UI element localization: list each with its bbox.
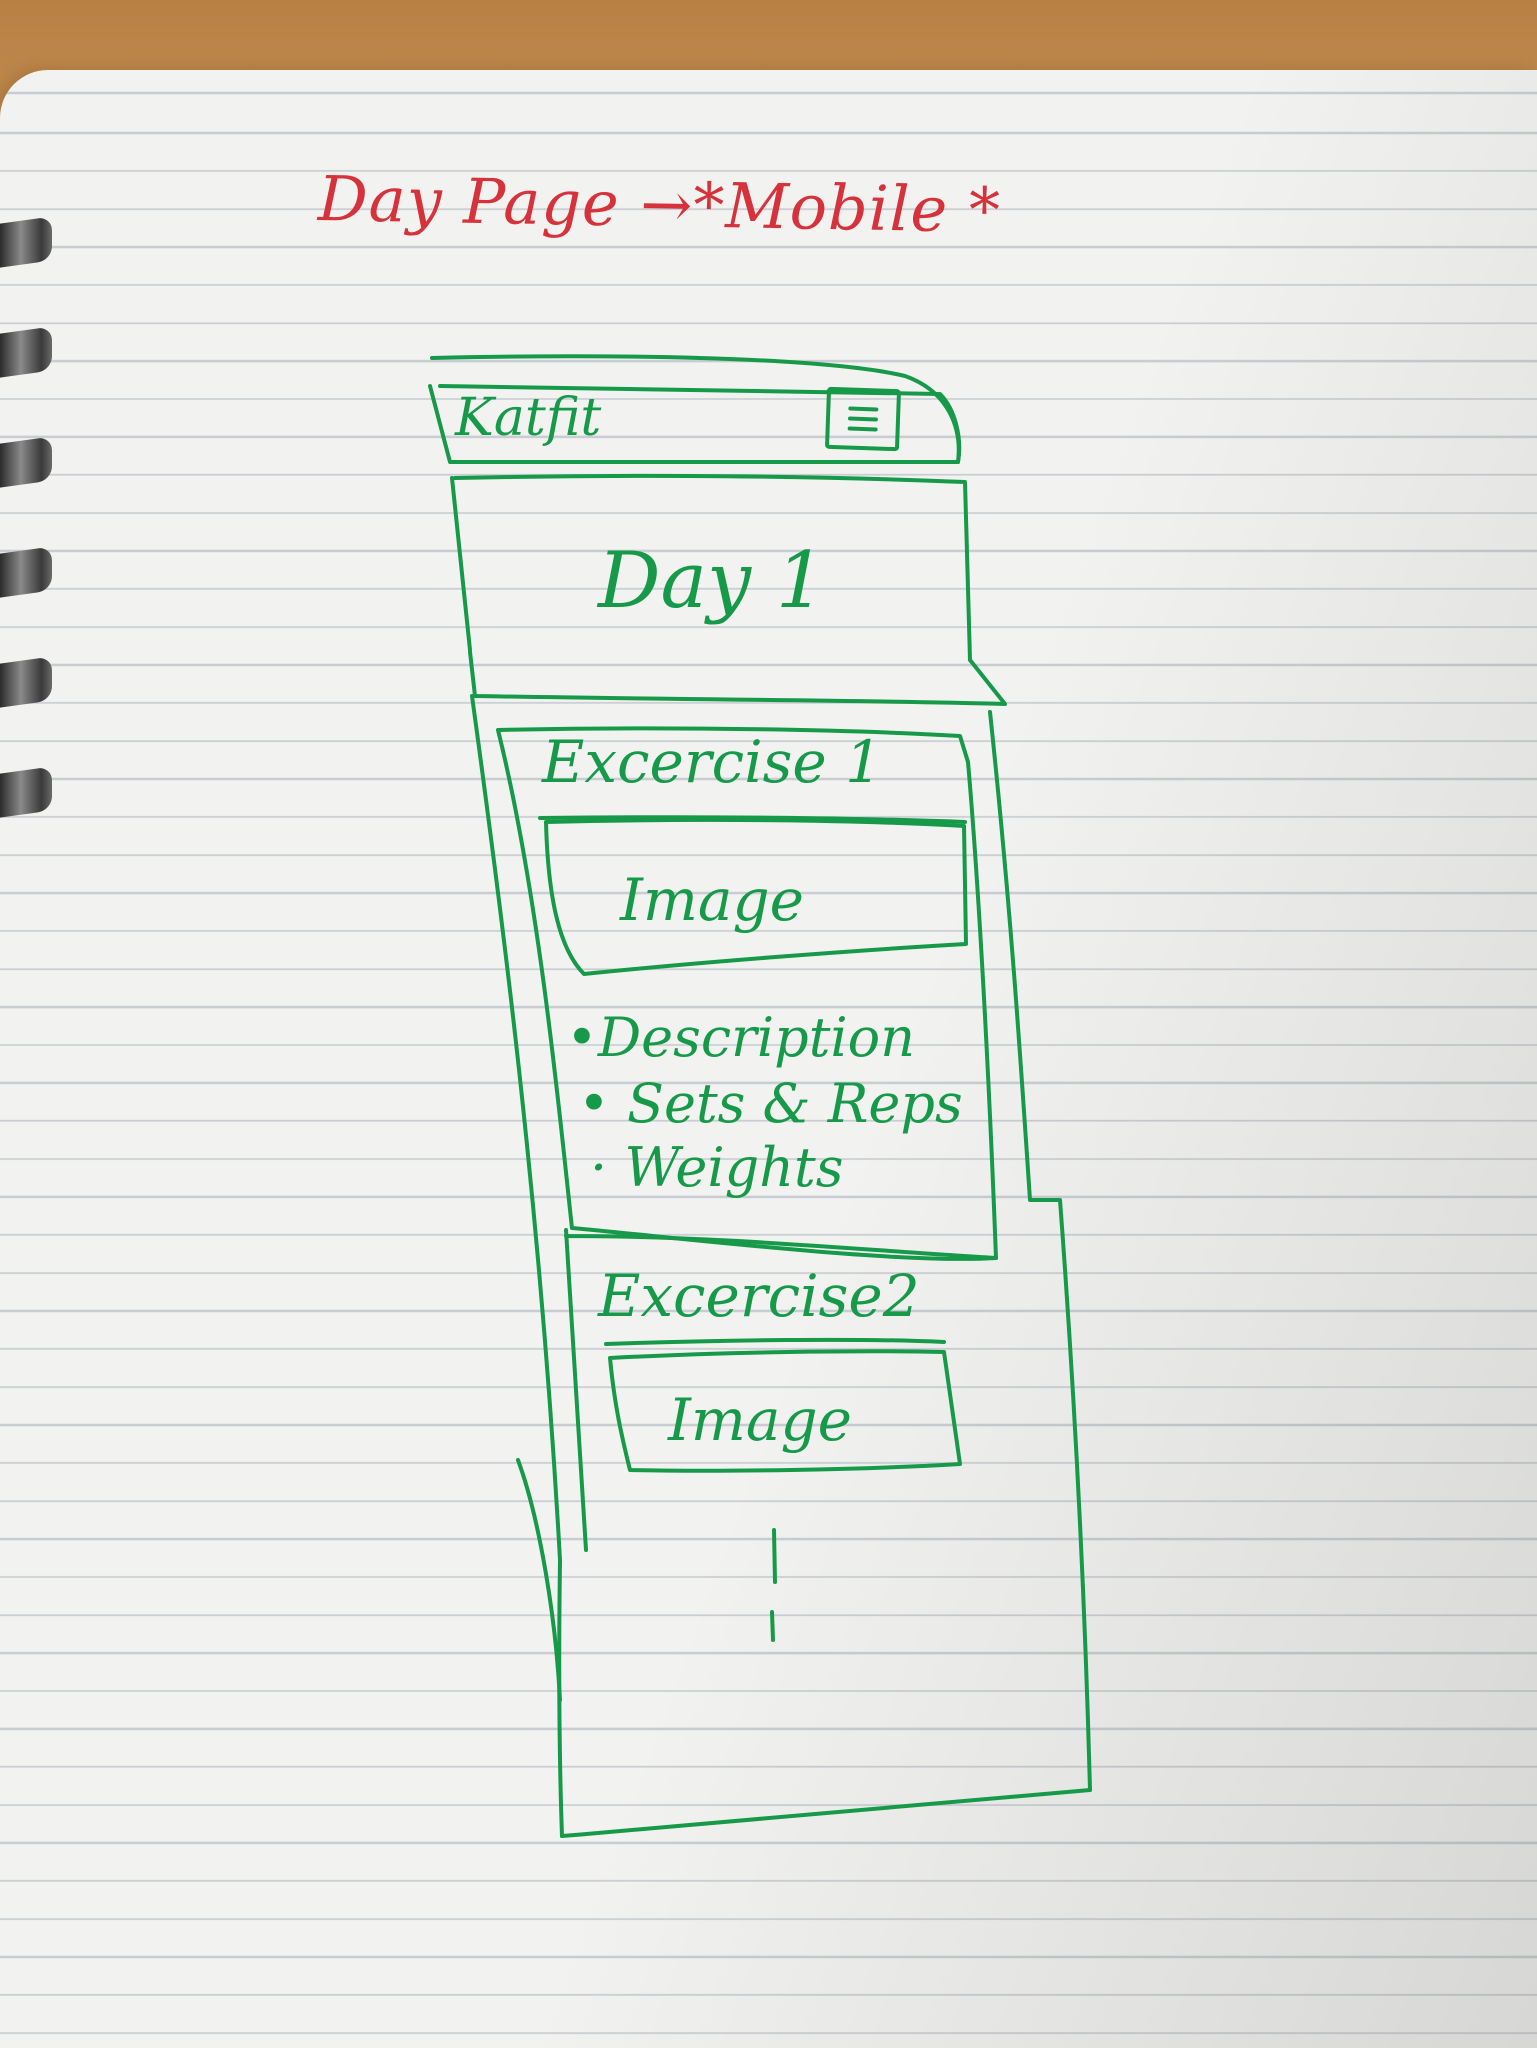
exercise-1-title-divider [538, 815, 967, 824]
day-section-outline [450, 473, 972, 662]
scroll-container-left-lower [516, 1458, 562, 1702]
notebook-page [0, 70, 1537, 2048]
exercise-2-image-placeholder: Image [668, 1386, 852, 1454]
phone-top-edge [430, 354, 961, 464]
exercise-1-image-placeholder: Image [620, 866, 804, 934]
exercise-2-title-divider [604, 1337, 946, 1346]
exercise-1-weights: · Weights [590, 1136, 844, 1199]
scroll-container-bottom [560, 1788, 1092, 1838]
exercise-2-title: Excercise2 [598, 1262, 920, 1330]
day-section-bottom [468, 650, 1007, 706]
exercise-2-image-outline [608, 1349, 962, 1473]
hamburger-menu-icon[interactable] [824, 386, 902, 452]
day-title: Day 1 [598, 536, 826, 626]
exercise-1-title: Excercise 1 [542, 728, 883, 796]
header-bar-outline [428, 384, 962, 464]
continuation-dots [770, 1528, 777, 1642]
scroll-container-right [988, 710, 1092, 1792]
exercise-1-description: •Description [566, 1006, 915, 1069]
exercise-2-card-outline [564, 1228, 998, 1552]
exercise-1-image-outline [544, 817, 968, 976]
scroll-container-left [470, 694, 564, 1838]
app-brand: Katfit [455, 388, 602, 448]
exercise-1-sets-reps: • Sets & Reps [578, 1072, 963, 1135]
